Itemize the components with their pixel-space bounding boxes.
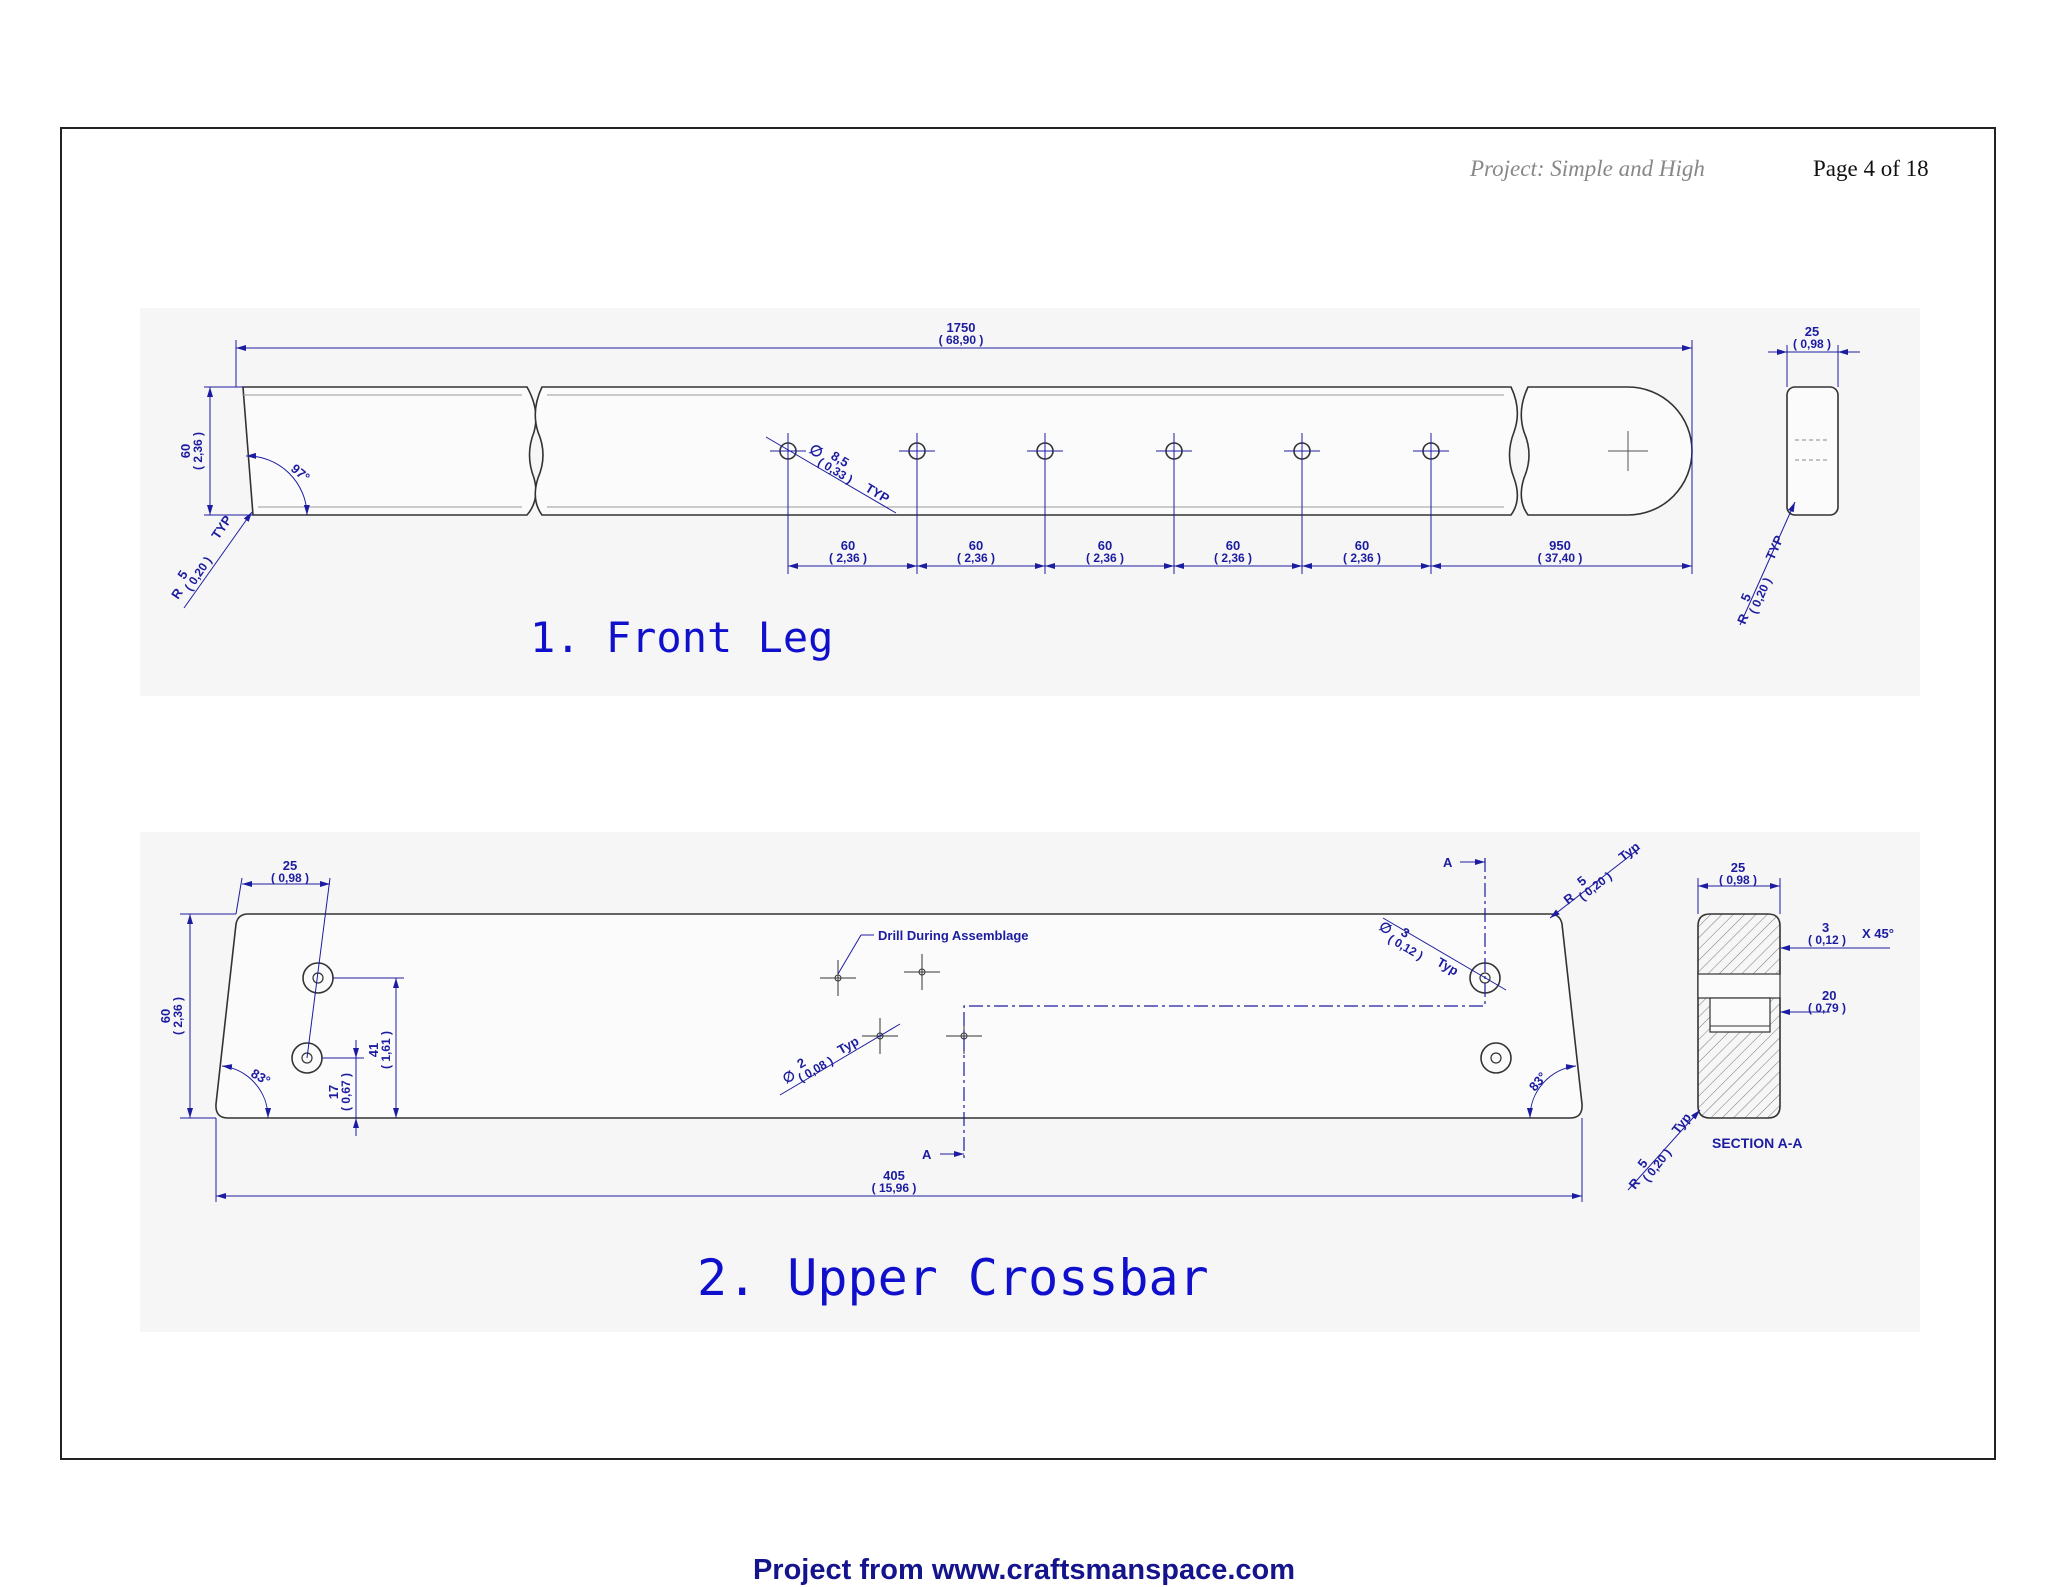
end-radius-note: TYP <box>1763 533 1787 562</box>
spacing-mm: 60 <box>1226 538 1240 553</box>
crossbar-radius-note: Typ <box>1616 839 1643 864</box>
front-leg-title: 1. Front Leg <box>530 613 833 662</box>
front-leg-spacing-labels: 60 ( 2,36 ) 60 ( 2,36 ) 60 ( 2,36 ) 60 (… <box>829 538 1582 565</box>
header-project: Project: Simple and High <box>1470 156 1705 181</box>
crossbar-hole-right-lower <box>1480 1042 1512 1074</box>
crossbar-outline <box>215 913 1583 1119</box>
front-leg-radius-note: TYP <box>208 512 235 542</box>
spacing-mm: 60 <box>841 538 855 553</box>
section-depth-in: ( 0,79 ) <box>1808 1001 1846 1015</box>
section-mark-bottom: A <box>922 1147 932 1162</box>
section-depth-mm: 20 <box>1822 988 1836 1003</box>
crossbar-length-mm: 405 <box>883 1168 905 1183</box>
top-offset-in: ( 0,98 ) <box>271 871 309 885</box>
end-thickness-mm: 25 <box>1805 324 1819 339</box>
drill-note: Drill During Assemblage <box>878 928 1029 943</box>
front-leg-outline-right <box>1520 386 1693 516</box>
hole-y2-mm: 41 <box>366 1043 381 1057</box>
front-leg-height-in: ( 2,36 ) <box>191 432 205 470</box>
chamfer-mm: 3 <box>1822 920 1829 935</box>
section-thickness-in: ( 0,98 ) <box>1719 873 1757 887</box>
header-page-number: Page 4 of 18 <box>1813 156 1929 181</box>
spacing-in: ( 2,36 ) <box>1086 551 1124 565</box>
upper-crossbar-title: 2. Upper Crossbar <box>697 1249 1209 1307</box>
chamfer-in: ( 0,12 ) <box>1808 933 1846 947</box>
front-leg-outline-left <box>242 386 537 516</box>
end-radius-prefix: R <box>1734 611 1752 626</box>
front-leg-outline-middle <box>534 386 1519 516</box>
spacing-in: ( 2,36 ) <box>957 551 995 565</box>
spacing-in: ( 2,36 ) <box>829 551 867 565</box>
section-thickness-mm: 25 <box>1731 860 1745 875</box>
spacing-mm: 950 <box>1549 538 1571 553</box>
upper-crossbar-drawing: A A Drill During Assemblage ∅ 2 ( 0,08 )… <box>158 839 1894 1307</box>
crossbar-height-in: ( 2,36 ) <box>171 997 185 1035</box>
spacing-mm: 60 <box>1355 538 1369 553</box>
front-leg-end-view <box>1786 386 1839 516</box>
front-leg-length-in: ( 68,90 ) <box>939 333 984 347</box>
front-leg-drawing: 1750 ( 68,90 ) 60 ( 2,36 ) 97° R 5 ( 0,2… <box>168 320 1860 662</box>
footer-credit: Project from www.craftsmanspace.com <box>752 1554 1296 1586</box>
end-thickness-in: ( 0,98 ) <box>1793 337 1831 351</box>
front-leg-height-mm: 60 <box>178 444 193 458</box>
front-leg-length-mm: 1750 <box>947 320 976 335</box>
spacing-mm: 60 <box>1098 538 1112 553</box>
hole-y1-mm: 17 <box>326 1085 341 1099</box>
crossbar-height-mm: 60 <box>158 1009 173 1023</box>
section-radius-note: Typ <box>1669 1110 1694 1137</box>
crossbar-length-in: ( 15,96 ) <box>872 1181 917 1195</box>
spacing-in: ( 2,36 ) <box>1214 551 1252 565</box>
section-mark-top: A <box>1443 855 1453 870</box>
hole-y2-in: ( 1,61 ) <box>379 1031 393 1069</box>
hole-y1-in: ( 0,67 ) <box>339 1073 353 1111</box>
spacing-in: ( 37,40 ) <box>1538 551 1583 565</box>
spacing-in: ( 2,36 ) <box>1343 551 1381 565</box>
section-a-a-view <box>1697 913 1781 1119</box>
top-offset-mm: 25 <box>283 858 297 873</box>
spacing-mm: 60 <box>969 538 983 553</box>
chamfer-suffix: X 45° <box>1862 926 1894 941</box>
section-label: SECTION A-A <box>1712 1135 1802 1151</box>
